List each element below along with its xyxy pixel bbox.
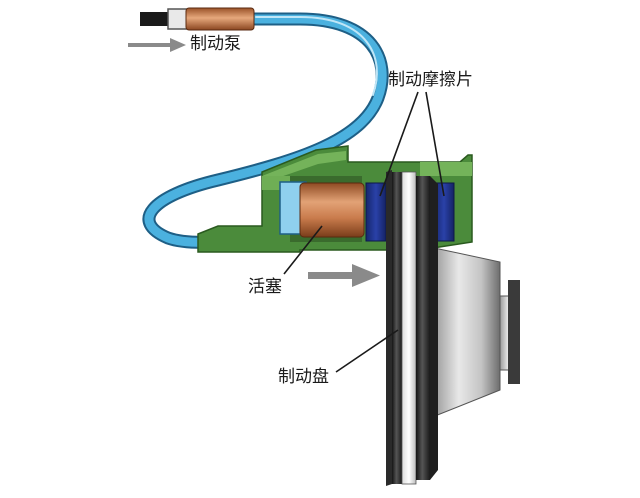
piston-cylinder: [279, 181, 365, 238]
brake-hose: [142, 12, 389, 249]
label-brake-pads: 制动摩擦片: [388, 70, 473, 90]
force-arrow: [308, 264, 380, 287]
label-piston: 活塞: [248, 277, 282, 297]
brake-pad-inner: [365, 182, 387, 242]
wheel-hub: [424, 245, 520, 421]
label-brake-pump: 制动泵: [190, 34, 241, 54]
label-brake-disc: 制动盘: [278, 367, 329, 387]
leader-lines: [283, 91, 445, 373]
brake-pump: [140, 7, 255, 31]
brake-disc: [386, 170, 438, 486]
pump-direction-arrow: [128, 38, 186, 52]
